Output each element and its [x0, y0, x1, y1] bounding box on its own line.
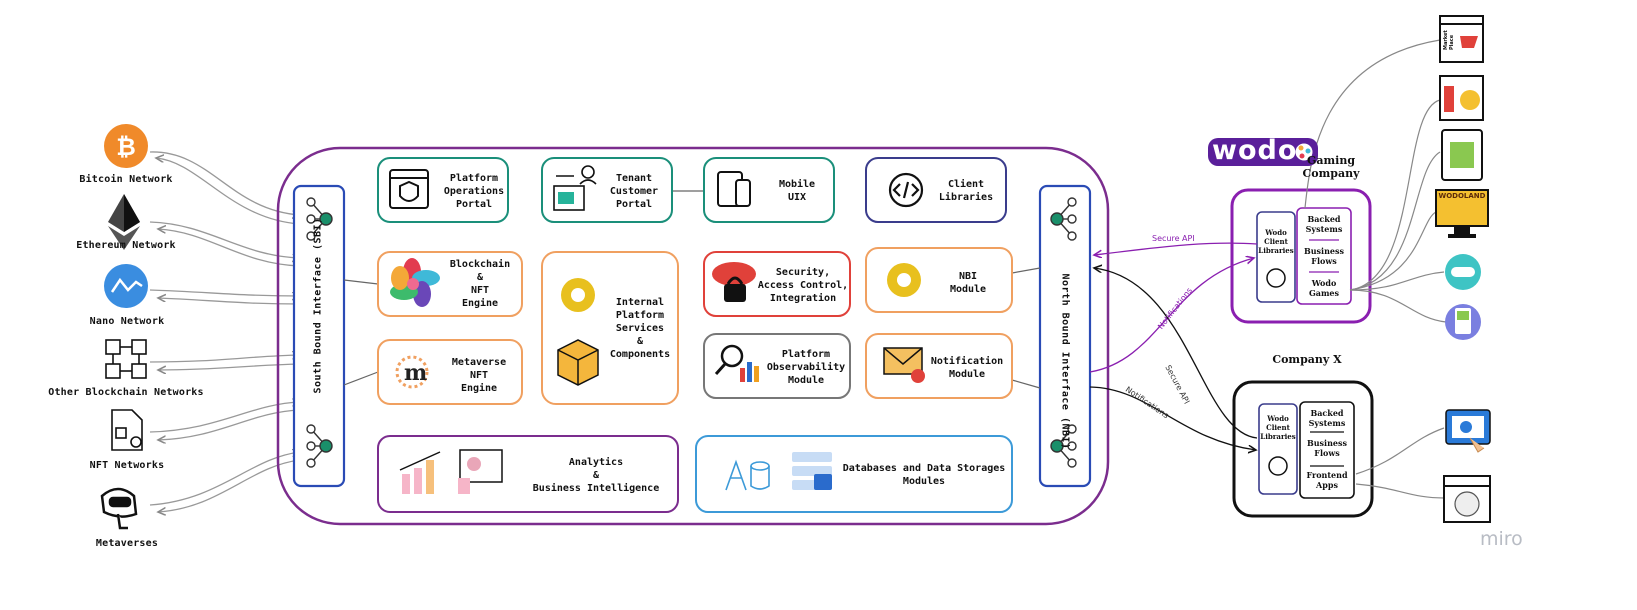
- code-gear-icon: [888, 172, 924, 208]
- nft-certificate-icon: [111, 409, 143, 451]
- metaverse-engine-label: Metaverse NFT Engine: [451, 357, 507, 394]
- network-label-metaverses: Metaverses: [95, 538, 159, 549]
- miro-watermark: miro: [1480, 528, 1523, 550]
- network-label-nft: NFT Networks: [89, 460, 165, 471]
- desktop-game-icon: [1435, 189, 1489, 238]
- observability-label: Platform Observability Module: [766, 349, 846, 386]
- tenant-portal-label: Tenant Customer Portal: [609, 173, 659, 210]
- network-links: [149, 151, 300, 512]
- marketplace-text: Market Place: [1443, 30, 1455, 50]
- app-links: [1304, 39, 1447, 499]
- analytics-magnifier-icon: [714, 344, 759, 382]
- network-hub-icon: [306, 197, 1077, 468]
- presentation-icon: [458, 449, 503, 494]
- envelope-icon: [883, 347, 925, 383]
- tablet-game-icon: [1441, 129, 1483, 181]
- gamepad-icon: [1445, 254, 1481, 290]
- company-x-title: Company X: [1272, 353, 1342, 366]
- wodo-logo: [1208, 138, 1318, 166]
- nano-icon: [104, 264, 148, 308]
- mobile-uix-label: Mobile UIX: [778, 179, 816, 203]
- network-label-nano: Nano Network: [89, 316, 165, 327]
- marketplace-icon: [1439, 15, 1484, 63]
- devices-icon: [717, 171, 751, 207]
- gaming-flows-label: Business Flows: [1303, 246, 1345, 266]
- analytics-label: Analytics & Business Intelligence: [532, 457, 660, 494]
- network-label-ethereum: Ethereum Network: [76, 240, 176, 251]
- internal-services-label: Internal Platform Services & Components: [609, 297, 671, 360]
- company-x-flows-label: Business Flows: [1306, 438, 1348, 458]
- gaming-apps-label: Wodo Games: [1308, 278, 1340, 298]
- handheld-console-icon: [1445, 304, 1481, 340]
- gear-icon: [561, 278, 595, 312]
- sbi-label: South Bound Interface (SBI): [312, 217, 324, 394]
- gaming-backed-label: Backed Systems: [1305, 214, 1343, 234]
- network-label-bitcoin: Bitcoin Network: [79, 174, 173, 185]
- bar-chart-icon: [399, 451, 441, 494]
- company-x-apps-label: Frontend Apps: [1306, 470, 1348, 490]
- oil-pump-icon: [725, 459, 770, 491]
- platform-ops-label: Platform Operations Portal: [443, 173, 505, 210]
- blockchain-icon: [105, 339, 147, 379]
- nbi-module-label: NBI Module: [949, 271, 987, 295]
- wodo-logo-text: wodo: [1212, 135, 1298, 166]
- security-label: Security, Access Control, Integration: [757, 267, 849, 304]
- shield-window-icon: [389, 169, 429, 209]
- notification-label: Notification Module: [930, 356, 1004, 380]
- person-portal-icon: [553, 165, 597, 211]
- vr-headset-icon: [100, 487, 138, 530]
- module-boxes: [377, 157, 1013, 513]
- gear-icon: [887, 263, 921, 297]
- code-gear-icon: [1266, 268, 1288, 476]
- nbi-label: North Bound Interface (NBI): [1059, 273, 1071, 450]
- databases-label: Databases and Data Storages Modules: [842, 463, 1006, 487]
- gaming-company-title: Gaming Company: [1302, 154, 1360, 180]
- box-icon: [557, 339, 599, 386]
- gaming-backend: [1296, 207, 1352, 305]
- web-globe-icon: [1443, 475, 1491, 523]
- company-x-backed-label: Backed Systems: [1308, 408, 1346, 428]
- sbi-bar: [292, 184, 346, 488]
- wodoland-text: WODOLAND: [1438, 192, 1486, 200]
- cloud-lock-icon: [712, 262, 756, 302]
- gaming-client-lib: [1256, 211, 1296, 303]
- module-links: [343, 190, 1041, 389]
- company-x-client-lib: [1258, 403, 1298, 495]
- ethereum-icon: [108, 194, 140, 250]
- company-x-client-lib-label: Wodo Client Libraries: [1260, 414, 1296, 441]
- gaming-client-lib-label: Wodo Client Libraries: [1258, 228, 1294, 255]
- svg-text:₿: ₿: [116, 133, 136, 161]
- network-label-other: Other Blockchain Networks: [48, 387, 204, 398]
- bitcoin-icon: ₿: [104, 124, 148, 168]
- game-window-icon: [1439, 75, 1484, 121]
- svg-text:m: m: [404, 360, 427, 386]
- secure-api-label-gaming: Secure API: [1152, 234, 1195, 243]
- server-lock-icon: [792, 452, 832, 490]
- client-libraries-label: Client Libraries: [938, 179, 994, 203]
- touch-screen-icon: [1445, 409, 1491, 453]
- metaverse-dots-icon: m: [395, 355, 429, 389]
- nbi-bar: [1038, 184, 1092, 488]
- blockchain-engine-label: Blockchain & NFT Engine: [449, 259, 511, 309]
- company-x-backend: [1299, 401, 1355, 499]
- platform-container: [276, 146, 1110, 526]
- blockchain-flower-icon: [390, 258, 440, 307]
